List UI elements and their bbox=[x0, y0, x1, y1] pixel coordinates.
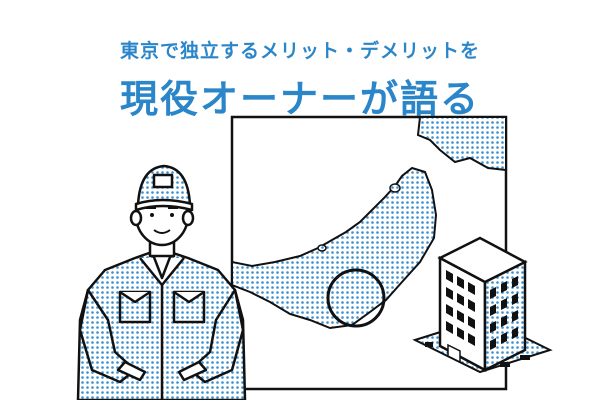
worker-in-cap-icon bbox=[76, 164, 247, 400]
map-of-japan-icon bbox=[232, 117, 506, 330]
page-title: 現役オーナーが語る bbox=[119, 77, 480, 121]
tokyo-circle-marker-icon bbox=[326, 268, 386, 328]
subtitle: 東京で独立するメリット・デメリットを bbox=[119, 40, 480, 62]
office-building-icon bbox=[412, 236, 553, 374]
